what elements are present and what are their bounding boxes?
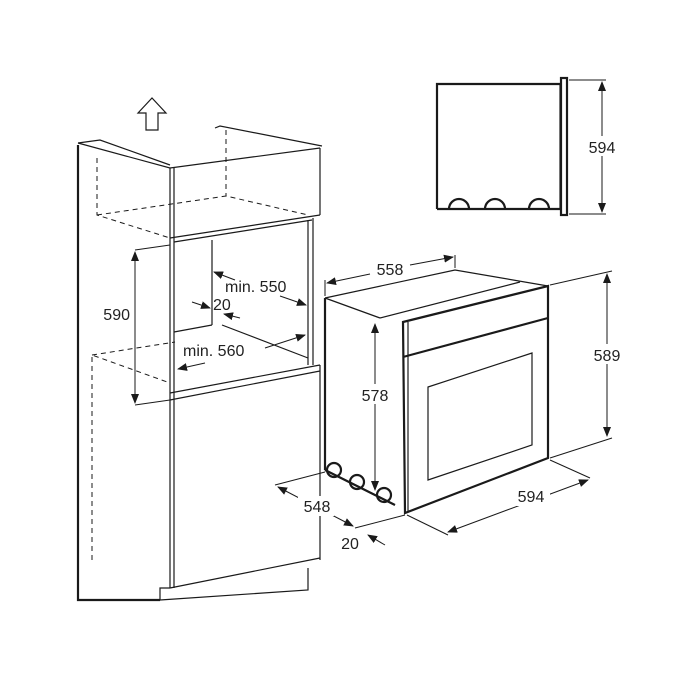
niche-rear-gap-label: 20: [213, 297, 231, 314]
niche-depth-label: min. 550: [225, 279, 286, 296]
oven-body-height-label: 578: [362, 388, 389, 405]
oven-dimensions: 558 578 589 594 548 20: [274, 254, 626, 553]
oven-front-width-label: 594: [518, 489, 545, 506]
side-view: 594: [435, 76, 621, 217]
oven-body-depth-label: 548: [304, 499, 331, 516]
side-view-height-label: 594: [589, 140, 616, 157]
niche-height-label: 590: [103, 307, 130, 324]
oven: [323, 269, 550, 515]
niche-dimensions: 590 min. 550 20 min. 560: [103, 244, 307, 406]
cabinet: [76, 125, 323, 602]
oven-front-thickness-label: 20: [341, 536, 359, 553]
oven-top-depth-label: 558: [377, 262, 404, 279]
niche-width-label: min. 560: [183, 343, 244, 360]
oven-front-height-label: 589: [594, 348, 621, 365]
up-arrow-icon: [136, 97, 168, 131]
oven-feet: [325, 461, 393, 504]
